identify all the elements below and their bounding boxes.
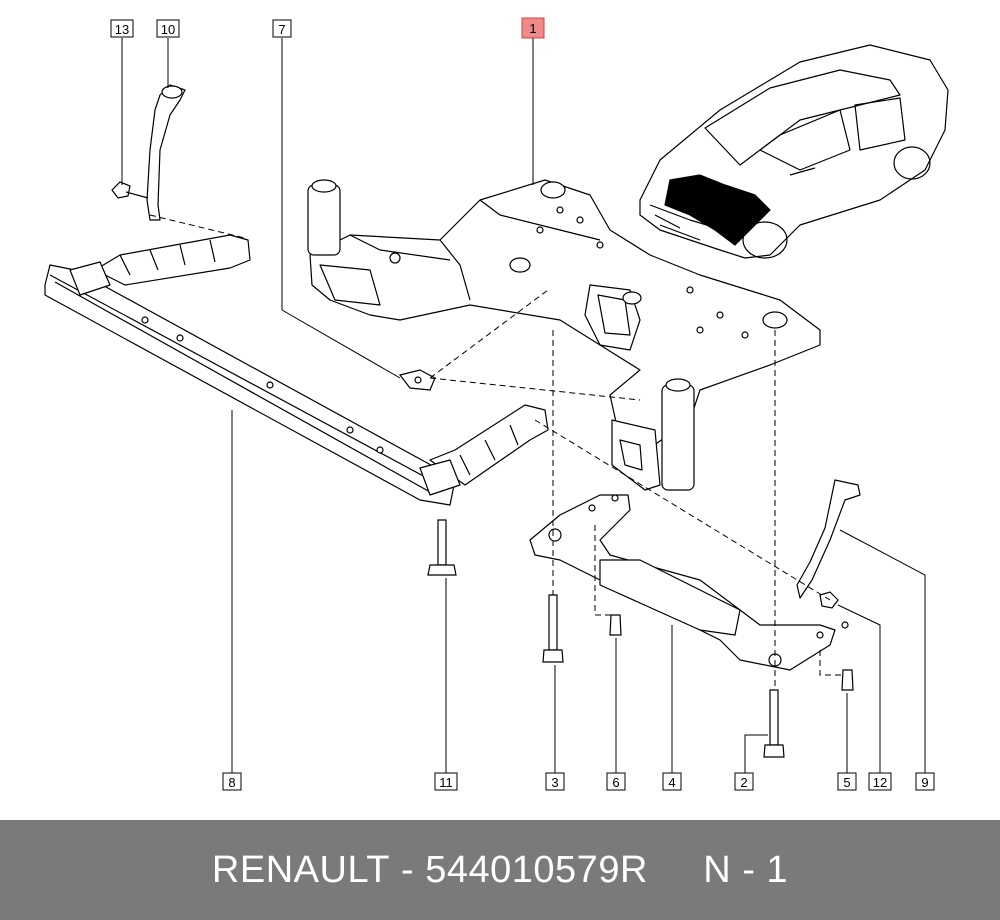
front-cross-beam — [44, 234, 549, 506]
callout-10: 10 — [156, 19, 180, 38]
exploded-parts-diagram: 1 2 3 4 5 6 7 8 — [44, 17, 949, 791]
callout-7: 7 — [272, 19, 292, 38]
svg-text:12: 12 — [873, 775, 887, 790]
part-caption-bar: RENAULT - 544010579R N - 1 — [0, 820, 1000, 920]
callout-8: 8 — [222, 772, 242, 791]
svg-text:11: 11 — [439, 775, 453, 790]
callout-4: 4 — [662, 772, 682, 791]
leader-lines — [121, 38, 926, 773]
callout-9: 9 — [915, 772, 935, 791]
callout-11: 11 — [434, 772, 458, 791]
caption-separator: - — [389, 848, 426, 891]
callout-3: 3 — [545, 772, 565, 791]
callout-2: 2 — [734, 772, 754, 791]
svg-text:3: 3 — [551, 775, 558, 790]
view-reference: N - 1 — [703, 848, 789, 891]
callout-13: 13 — [110, 19, 134, 38]
assembly-guide-lines — [149, 214, 842, 690]
part-number: 544010579R — [425, 848, 648, 891]
bracket-part-9 — [796, 479, 861, 599]
front-subframe — [307, 179, 821, 491]
fasteners — [111, 181, 854, 758]
svg-text:1: 1 — [529, 21, 536, 36]
svg-text:9: 9 — [921, 775, 928, 790]
brand-name: RENAULT — [211, 848, 390, 891]
svg-text:4: 4 — [668, 775, 675, 790]
callout-6: 6 — [606, 772, 626, 791]
svg-text:7: 7 — [278, 22, 285, 37]
bracket-part-10 — [146, 84, 186, 221]
callout-5: 5 — [837, 772, 857, 791]
lower-reinforcement-plate — [529, 494, 849, 671]
svg-text:5: 5 — [843, 775, 850, 790]
svg-text:6: 6 — [612, 775, 619, 790]
svg-text:8: 8 — [228, 775, 235, 790]
callout-12: 12 — [868, 772, 892, 791]
caption-gap — [648, 849, 703, 892]
vehicle-location-thumbnail — [639, 44, 949, 259]
clip-part-7 — [398, 369, 436, 391]
svg-text:13: 13 — [115, 22, 129, 37]
svg-text:2: 2 — [740, 775, 747, 790]
callout-1: 1 — [521, 17, 545, 39]
svg-text:10: 10 — [161, 22, 175, 37]
